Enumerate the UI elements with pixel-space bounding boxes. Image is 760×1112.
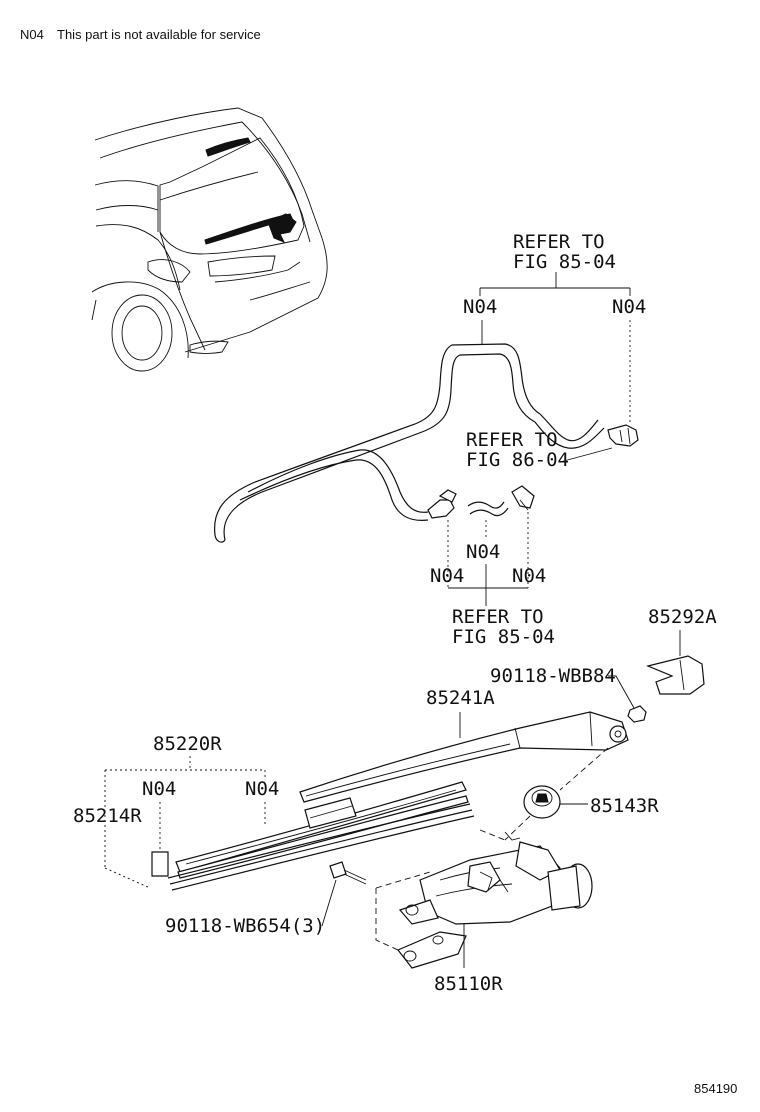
wiper-arm xyxy=(299,711,629,803)
code-n04-hose-right: N04 xyxy=(612,296,646,318)
code-n04-blade-right: N04 xyxy=(245,778,279,800)
code-n04-hose-mid: N04 xyxy=(466,541,500,563)
part-rubber-label: 85214R xyxy=(73,805,142,827)
note-code: N04 xyxy=(20,27,44,42)
mounting-bolt xyxy=(329,861,367,885)
part-blade-label: 85220R xyxy=(153,733,222,755)
ref-top-line1: REFER TO xyxy=(513,231,605,253)
part-motor-label: 85110R xyxy=(434,973,503,995)
ref-bottom-line2: FIG 85-04 xyxy=(452,626,555,648)
wiper-motor xyxy=(397,831,593,969)
ref-bottom-line1: REFER TO xyxy=(452,606,544,628)
ref-mid-line1: REFER TO xyxy=(466,429,558,451)
code-n04-hose-left: N04 xyxy=(463,296,497,318)
part-pivot-seal-label: 85143R xyxy=(590,795,659,817)
code-n04-hose-bl: N04 xyxy=(430,565,464,587)
note-text: This part is not available for service xyxy=(57,27,261,42)
ref-mid-line2: FIG 86-04 xyxy=(466,449,569,471)
part-bolt-label: 90118-WB654(3) xyxy=(165,915,325,937)
part-nut-label: 90118-WBB84 xyxy=(490,665,616,687)
code-n04-hose-br: N04 xyxy=(512,565,546,587)
part-arm-label: 85241A xyxy=(426,687,495,709)
part-cap-label: 85292A xyxy=(648,606,717,628)
figure-id: 854190 xyxy=(694,1081,737,1096)
washer-hose-assembly xyxy=(213,343,639,543)
ref-top-line2: FIG 85-04 xyxy=(513,251,616,273)
pivot-seal xyxy=(523,785,561,819)
wiper-arm-nut xyxy=(627,705,647,723)
wiper-arm-cap xyxy=(646,655,705,695)
vehicle-rear-illustration xyxy=(91,107,328,372)
wiper-rubber xyxy=(151,803,475,891)
code-n04-blade-left: N04 xyxy=(142,778,176,800)
